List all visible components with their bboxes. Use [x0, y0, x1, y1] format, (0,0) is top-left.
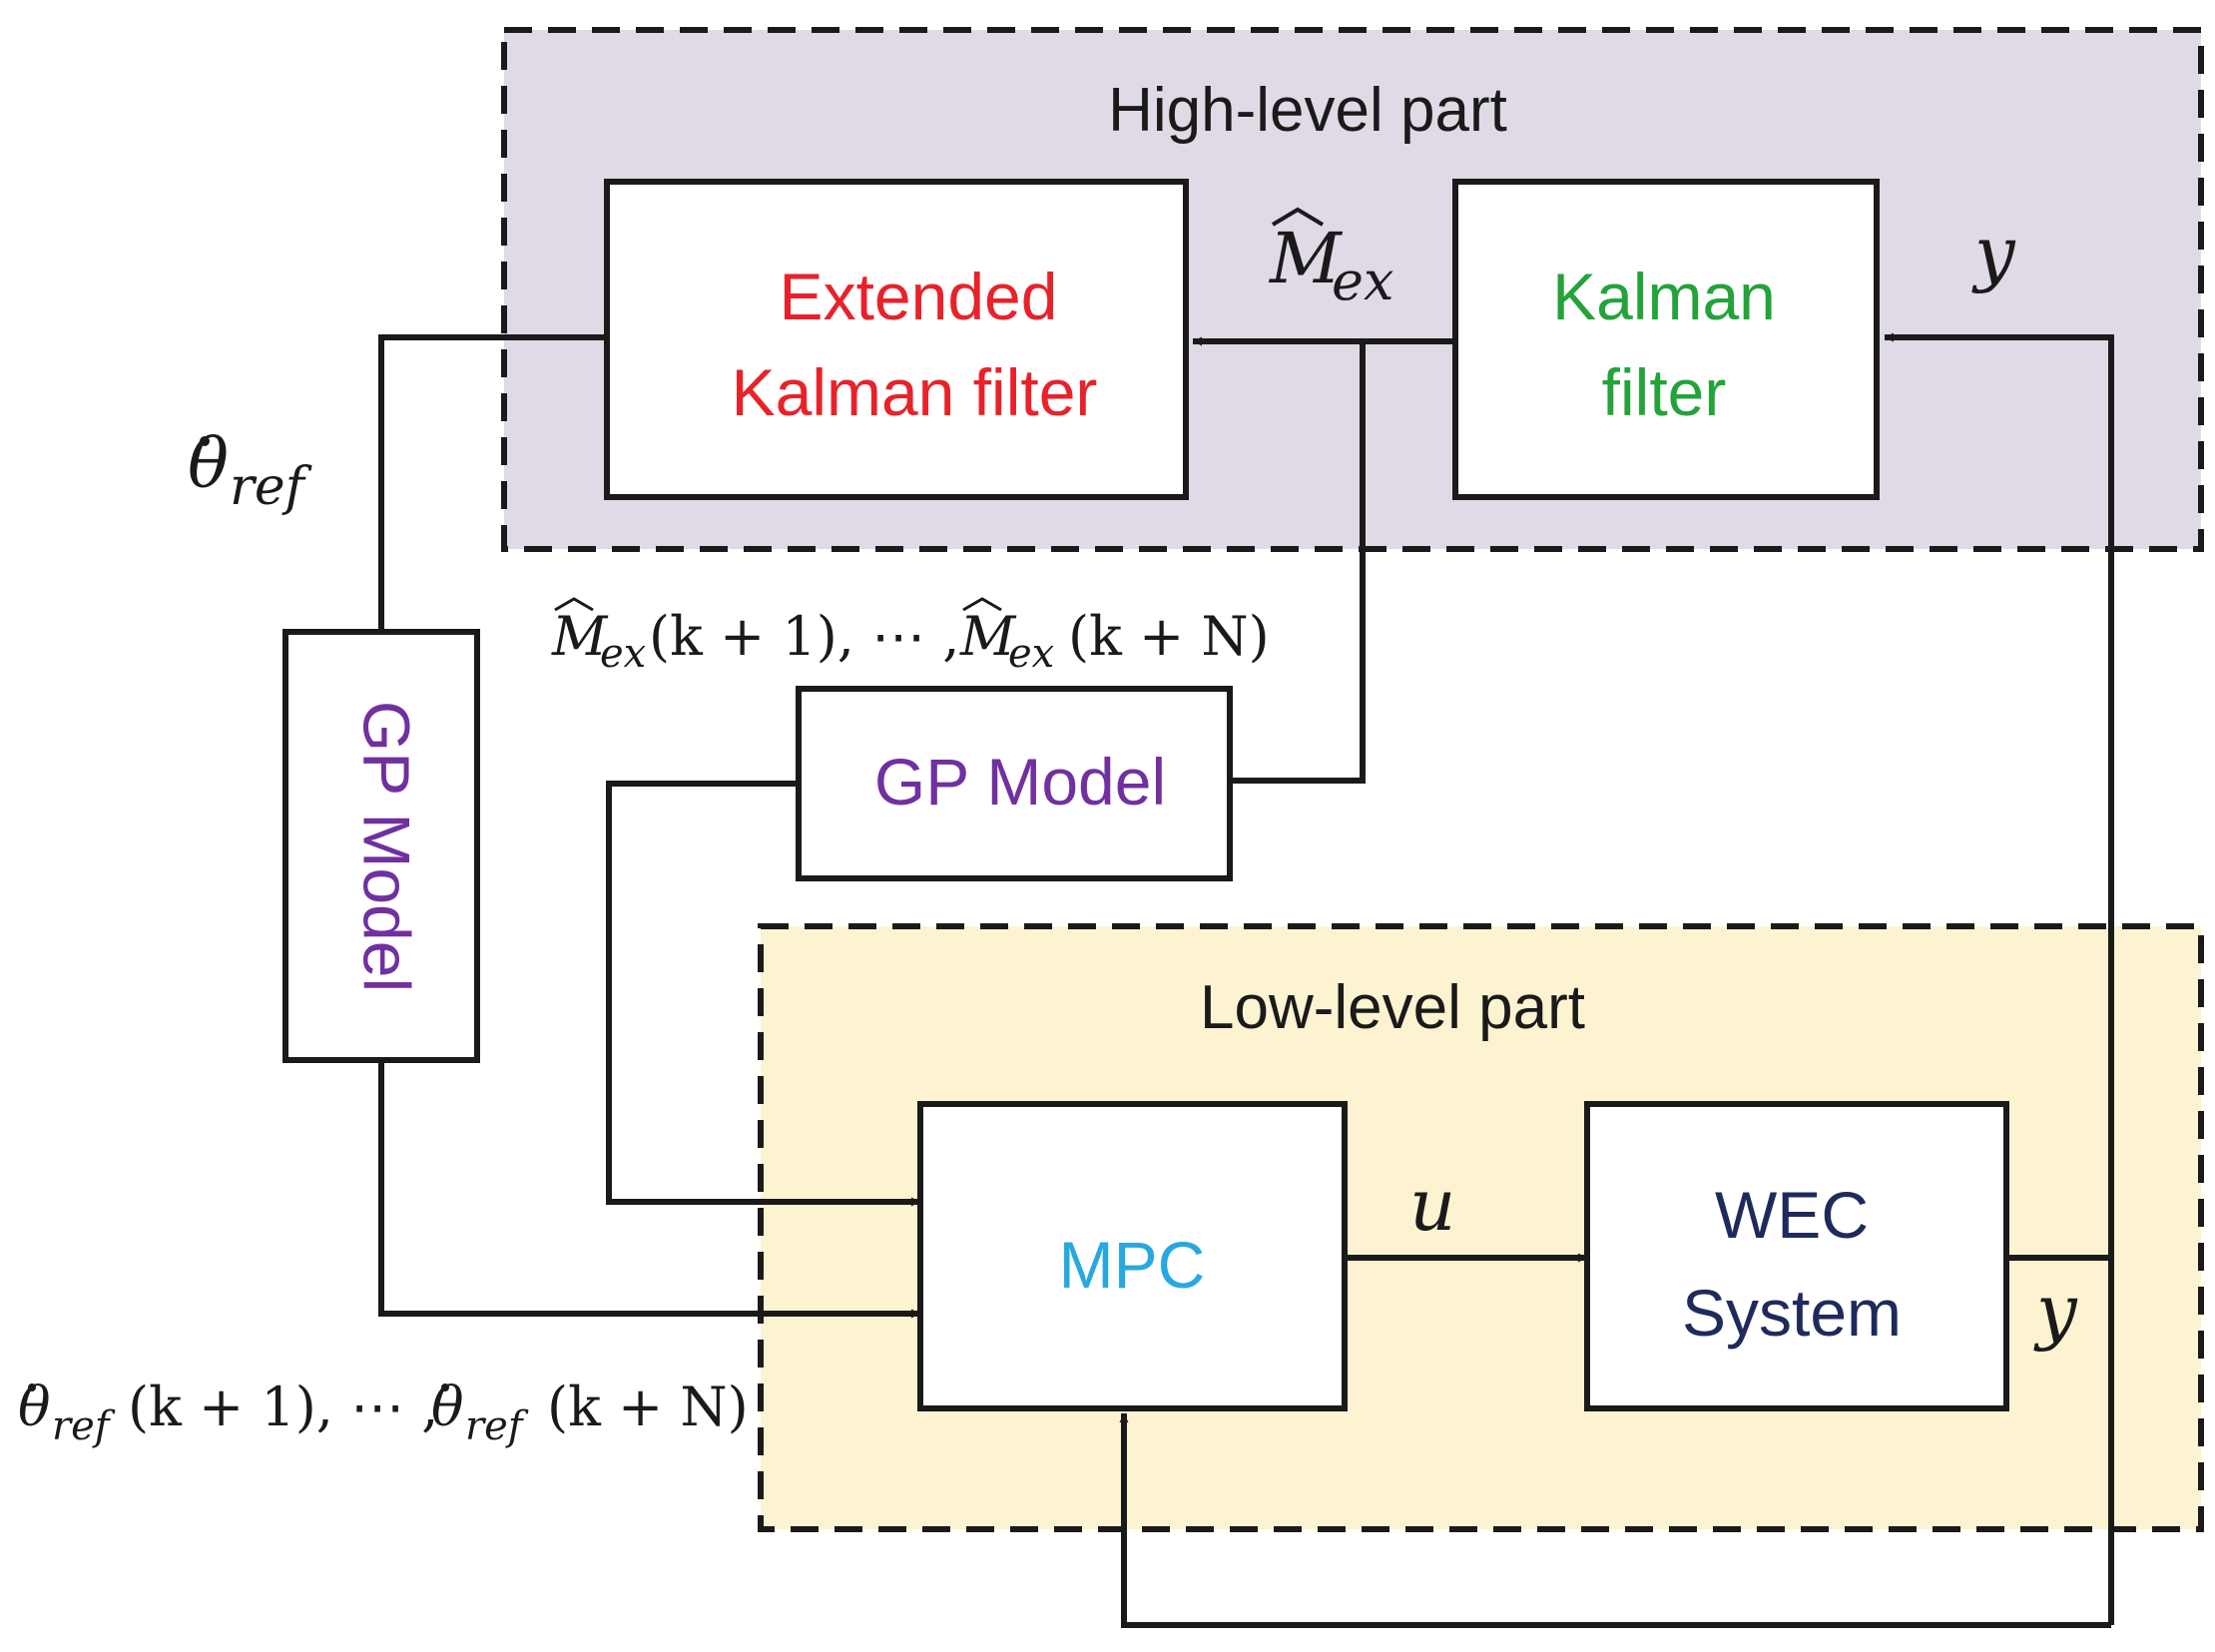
theta-pred-range-2: (k + N)	[547, 1376, 749, 1438]
m-pred-accent-1	[554, 597, 594, 612]
m-pred-subscript-1: ex	[600, 631, 646, 677]
theta-pred-dot-2	[441, 1383, 449, 1391]
gp-model-horizontal-label: GP Model	[874, 745, 1166, 819]
gpv-to-mpc-arrow	[378, 1060, 920, 1319]
kalman-filter-block	[1452, 179, 1880, 500]
wec-label-line2: System	[1682, 1276, 1902, 1350]
m-pred-symbol-2: M	[959, 605, 1017, 668]
kf-label-line1: Kalman	[1552, 260, 1776, 333]
wec-label-line1: WEC	[1715, 1178, 1869, 1252]
m-pred-range-1: (k + 1), ⋯ ,	[649, 605, 959, 668]
wec-system-block	[1584, 1101, 2009, 1411]
gp-model-vertical-block	[282, 629, 480, 1063]
mhat-to-gp-line	[1230, 341, 1366, 784]
signal-m-hat-prediction: M ex (k + 1), ⋯ , M ex (k + N)	[551, 597, 1270, 677]
m-pred-range-2: (k + N)	[1068, 605, 1270, 668]
high-level-title: High-level part	[1108, 76, 1507, 145]
m-hat-accent	[1271, 207, 1325, 227]
theta-pred-range-1: (k + 1), ⋯ ,	[128, 1376, 438, 1438]
theta-subscript: ref	[230, 457, 312, 517]
ekf-label-line1: Extended	[780, 260, 1058, 333]
gp-to-mpc-arrow	[606, 781, 920, 1207]
theta-pred-subscript-2: ref	[465, 1403, 529, 1449]
gp-model-horizontal-block	[796, 686, 1233, 881]
m-pred-accent-2	[962, 597, 1002, 612]
mpc-label: MPC	[1059, 1228, 1206, 1302]
theta-symbol: θ	[188, 425, 229, 504]
signal-m-hat-ex: M ex	[1268, 207, 1393, 312]
signal-theta-dot-ref: θ ref	[188, 425, 312, 517]
ekf-label-line2: Kalman filter	[732, 355, 1098, 429]
kf-label-line2: filter	[1602, 355, 1727, 429]
signal-y-bottom: y	[2033, 1269, 2078, 1353]
theta-pred-subscript-1: ref	[52, 1403, 116, 1449]
signal-theta-prediction: θ ref (k + 1), ⋯ , θ ref (k + N)	[18, 1376, 749, 1449]
theta-dot	[200, 436, 210, 446]
signal-u: u	[1409, 1163, 1455, 1247]
low-level-title: Low-level part	[1200, 973, 1585, 1042]
theta-pred-dot-1	[28, 1383, 36, 1391]
m-hat-symbol: M	[1268, 218, 1344, 299]
m-hat-subscript: ex	[1332, 250, 1393, 312]
m-pred-symbol-1: M	[551, 605, 609, 668]
y-to-kalman-arrow	[1885, 332, 2114, 1625]
m-pred-subscript-2: ex	[1008, 631, 1054, 677]
gp-model-vertical-label: GP Model	[350, 701, 424, 992]
signal-y-top: y	[1971, 211, 2016, 294]
ekf-to-gp-line	[378, 334, 607, 632]
mpc-block	[917, 1101, 1348, 1411]
y-to-mpc-arrow	[1119, 1413, 2111, 1628]
ekf-block	[604, 179, 1189, 500]
